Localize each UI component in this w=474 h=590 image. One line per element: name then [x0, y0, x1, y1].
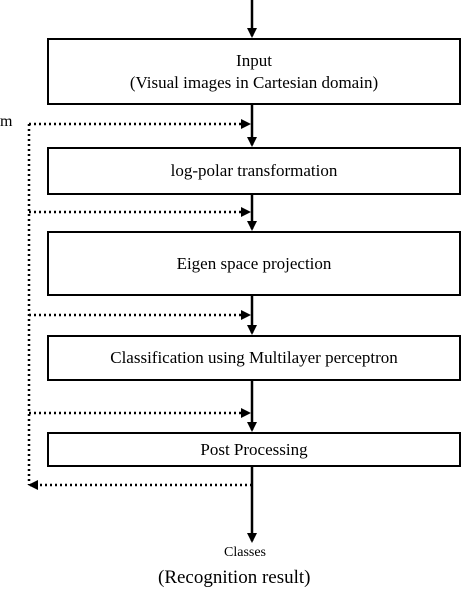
- log-polar-label: log-polar transformation: [170, 161, 338, 180]
- eigen-space-box: Eigen space projection: [47, 231, 461, 296]
- post-processing-label: Post Processing: [200, 439, 308, 459]
- classification-label: Classification using Multilayer perceptr…: [110, 348, 398, 367]
- input-box-subtitle: (Visual images in Cartesian domain): [129, 72, 379, 92]
- post-processing-box: Post Processing: [47, 432, 461, 467]
- input-box: Input (Visual images in Cartesian domain…: [47, 38, 461, 105]
- log-polar-box: log-polar transformation: [47, 147, 461, 195]
- left-edge-label: m: [0, 113, 13, 130]
- output-classes-label: Classes: [224, 545, 266, 560]
- input-box-title: Input: [236, 50, 272, 70]
- eigen-space-label: Eigen space projection: [176, 253, 332, 273]
- output-recognition-label: (Recognition result): [158, 567, 311, 588]
- classification-box: Classification using Multilayer perceptr…: [47, 335, 461, 381]
